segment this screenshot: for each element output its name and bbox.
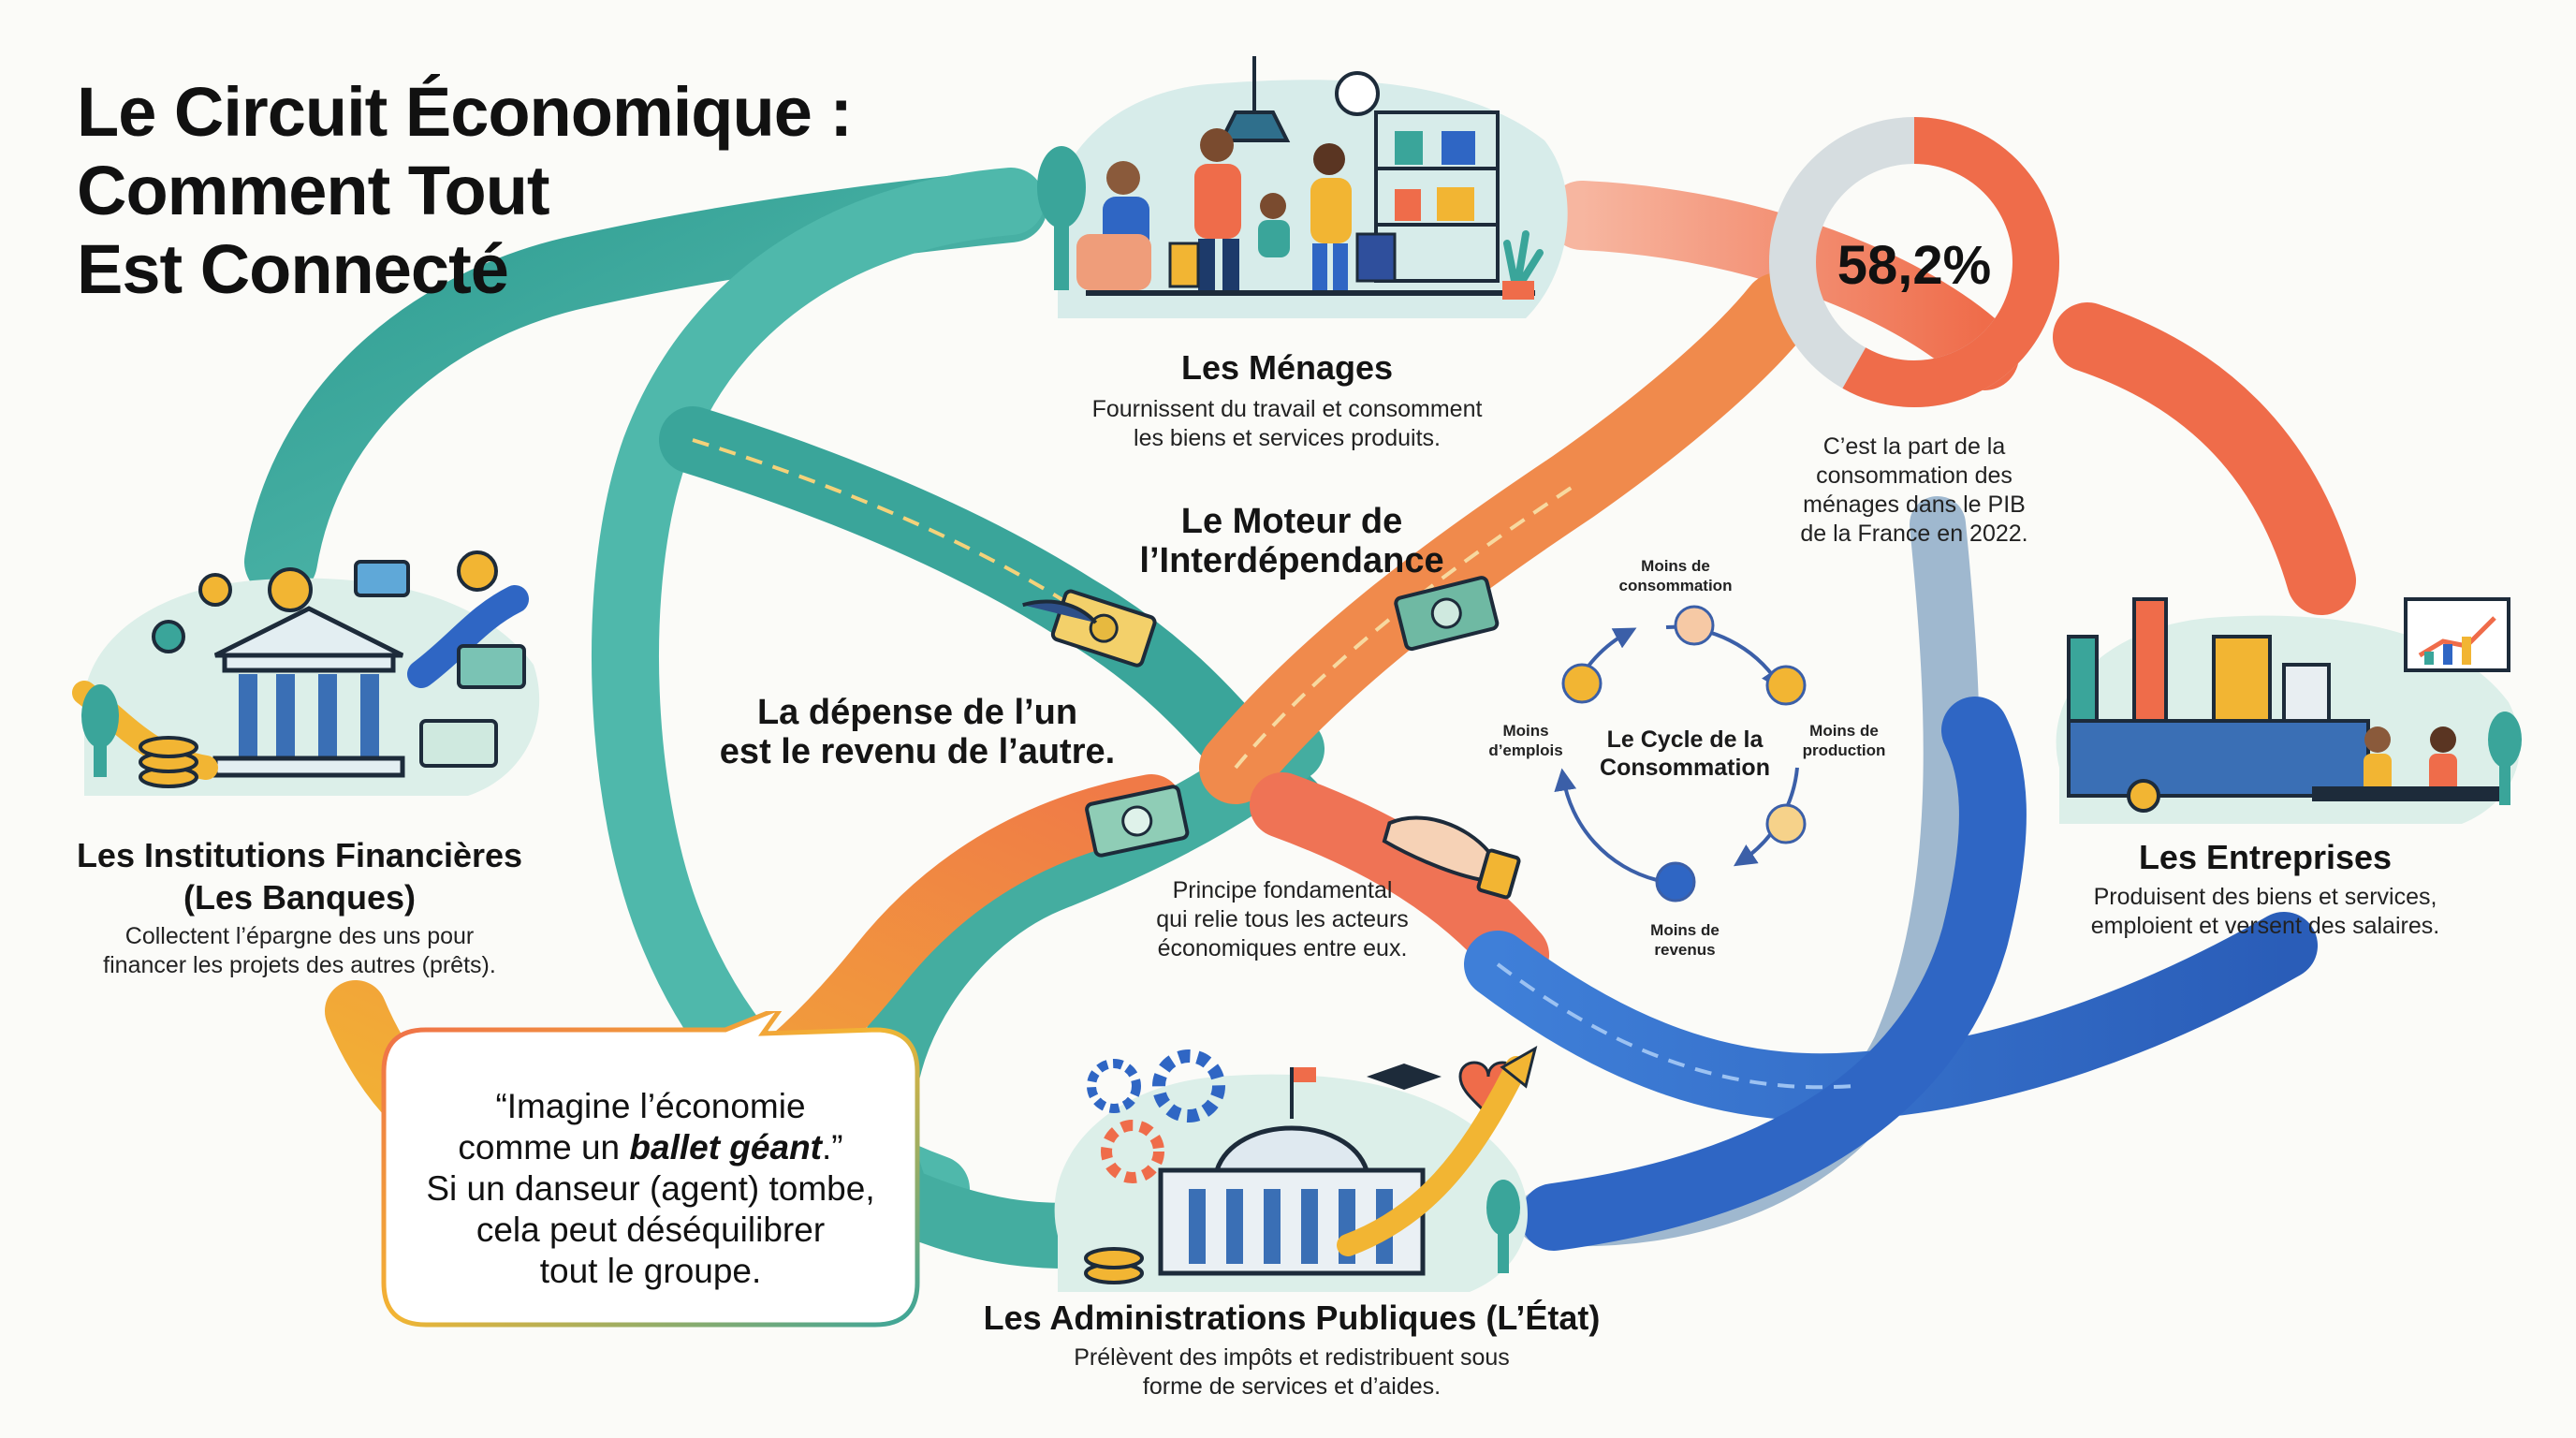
shopping-bag-icon bbox=[1674, 605, 1715, 646]
banknote-icon bbox=[457, 644, 526, 689]
principle-sub-2: qui relie tous les acteurs bbox=[1156, 906, 1409, 932]
ribbon-dash-1 bbox=[692, 438, 1078, 610]
banknote-icon bbox=[1394, 576, 1500, 652]
quote-line-5: tout le groupe. bbox=[539, 1252, 762, 1290]
consumption-cycle bbox=[1554, 605, 1807, 902]
stat-value: 58,2% bbox=[1837, 235, 1992, 296]
production-icon bbox=[1765, 803, 1807, 844]
gear-icon bbox=[1152, 1049, 1225, 1123]
ribbon-dash-2 bbox=[1234, 485, 1574, 770]
clock-icon bbox=[1335, 71, 1380, 116]
quote-line-2: comme un ballet géant.” bbox=[384, 1127, 917, 1168]
quote-line-2-start: comme un bbox=[458, 1128, 630, 1167]
ribbon-coral-lower bbox=[1250, 772, 1549, 988]
cash-hand-icon bbox=[1022, 589, 1157, 668]
cycle-title-2: Consommation bbox=[1600, 755, 1770, 781]
banks-illustration bbox=[72, 550, 540, 796]
quote-line-4: cela peut déséquilibrer bbox=[476, 1211, 826, 1249]
cycle-less-revenue-2: revenus bbox=[1654, 941, 1716, 959]
quote-line-3: Si un danseur (agent) tombe, bbox=[426, 1169, 875, 1208]
coin-icon bbox=[268, 567, 313, 612]
cycle-title-1: Le Cycle de la bbox=[1606, 726, 1764, 753]
ribbon-dash-3 bbox=[1496, 962, 1854, 1090]
page-title-line-3: Est Connecté bbox=[77, 230, 509, 308]
coin-icon bbox=[152, 620, 185, 653]
quote-bubble bbox=[381, 1011, 920, 1328]
principle-sub-3: économiques entre eux. bbox=[1157, 935, 1408, 961]
state-illustration bbox=[1054, 1045, 1538, 1292]
banknote-icon bbox=[1085, 785, 1190, 858]
cycle-title: Le Cycle de la Consommation bbox=[1573, 726, 1797, 782]
ribbon-blue-up bbox=[1520, 697, 2027, 1251]
cycle-arrow bbox=[1554, 768, 1658, 882]
principle-line-2: est le revenu de l’autre. bbox=[719, 732, 1116, 771]
banks-desc-1: Collectent l’épargne des uns pour bbox=[124, 923, 475, 949]
companies-title: Les Entreprises bbox=[2138, 838, 2393, 876]
page-title-line-1: Le Circuit Économique : bbox=[77, 73, 853, 151]
cycle-less-revenue-1: Moins de bbox=[1650, 921, 1720, 939]
gear-icon bbox=[1087, 1059, 1141, 1113]
lamp-icon bbox=[1218, 110, 1291, 142]
briefcase-icon bbox=[1561, 663, 1603, 704]
quote-line-2-end: .” bbox=[822, 1128, 843, 1167]
shopping-bag-icon bbox=[1355, 232, 1397, 283]
companies-desc-1: Produisent des biens et services, bbox=[2093, 884, 2437, 910]
cycle-less-jobs-2: d’emplois bbox=[1488, 741, 1563, 759]
quote-emphasis: ballet géant bbox=[629, 1128, 822, 1167]
coin-icon bbox=[457, 550, 498, 592]
cycle-less-consumption-2: consommation bbox=[1618, 577, 1733, 594]
quote-line-1: “Imagine l’économie bbox=[495, 1087, 806, 1125]
state-title: Les Administrations Publiques (L’État) bbox=[983, 1299, 1601, 1337]
cycle-less-jobs-1: Moins bbox=[1502, 722, 1549, 740]
flag-icon bbox=[1294, 1067, 1316, 1082]
cycle-less-consumption-1: Moins de bbox=[1641, 557, 1710, 575]
households-title: Les Ménages bbox=[1180, 348, 1394, 387]
graduation-cap-icon bbox=[1367, 1064, 1442, 1090]
gear-icon bbox=[2127, 779, 2160, 813]
principle-line-1: La dépense de l’un bbox=[756, 693, 1078, 732]
engine-title-1: Le Moteur de bbox=[1180, 502, 1403, 541]
open-hand-icon bbox=[1382, 815, 1521, 900]
cycle-less-production-1: Moins de bbox=[1809, 722, 1879, 740]
engine-title-2: l’Interdépendance bbox=[1139, 541, 1444, 580]
chart-board-icon bbox=[2404, 597, 2510, 672]
banks-desc-2: financer les projets des autres (prêts). bbox=[103, 952, 496, 978]
state-desc-1: Prélèvent des impôts et redistribuent so… bbox=[1074, 1344, 1510, 1371]
banknote-icon bbox=[419, 719, 498, 768]
state-desc-2: forme de services et d’aides. bbox=[1142, 1373, 1442, 1400]
cycle-less-production-2: production bbox=[1802, 741, 1886, 759]
banks-title-2: (Les Banques) bbox=[183, 878, 417, 917]
consumption-share-donut bbox=[1769, 117, 2059, 407]
stat-caption-2: consommation des bbox=[1816, 462, 2012, 489]
stat-caption-4: de la France en 2022. bbox=[1800, 521, 2028, 547]
companies-desc-2: emploient et versent des salaires. bbox=[2090, 913, 2440, 939]
banks-title-1: Les Institutions Financières bbox=[76, 836, 523, 874]
ribbon-coral-top bbox=[1547, 181, 2019, 390]
stat-caption-1: C’est la part de la bbox=[1822, 433, 2006, 460]
factory-icon bbox=[1765, 665, 1807, 706]
money-icon bbox=[1655, 861, 1696, 902]
coin-icon bbox=[198, 573, 232, 607]
ribbon-coral-right bbox=[2053, 302, 2356, 615]
shopping-bag-icon bbox=[1168, 242, 1200, 288]
stat-caption-3: ménages dans le PIB bbox=[1803, 492, 2026, 518]
households-illustration bbox=[1037, 56, 1568, 318]
principle-sub-1: Principe fondamental bbox=[1172, 877, 1393, 903]
gear-icon bbox=[1101, 1120, 1164, 1183]
card-icon bbox=[354, 560, 410, 597]
households-desc-2: les biens et services produits. bbox=[1134, 425, 1441, 451]
households-desc-1: Fournissent du travail et consomment bbox=[1091, 396, 1483, 422]
donut-value-arc bbox=[1769, 117, 2059, 407]
capitol-dome-icon bbox=[1213, 1125, 1370, 1173]
companies-illustration bbox=[2056, 597, 2522, 824]
arrow-up-icon bbox=[1500, 1045, 1538, 1089]
page-title-line-2: Comment Tout bbox=[77, 152, 550, 229]
